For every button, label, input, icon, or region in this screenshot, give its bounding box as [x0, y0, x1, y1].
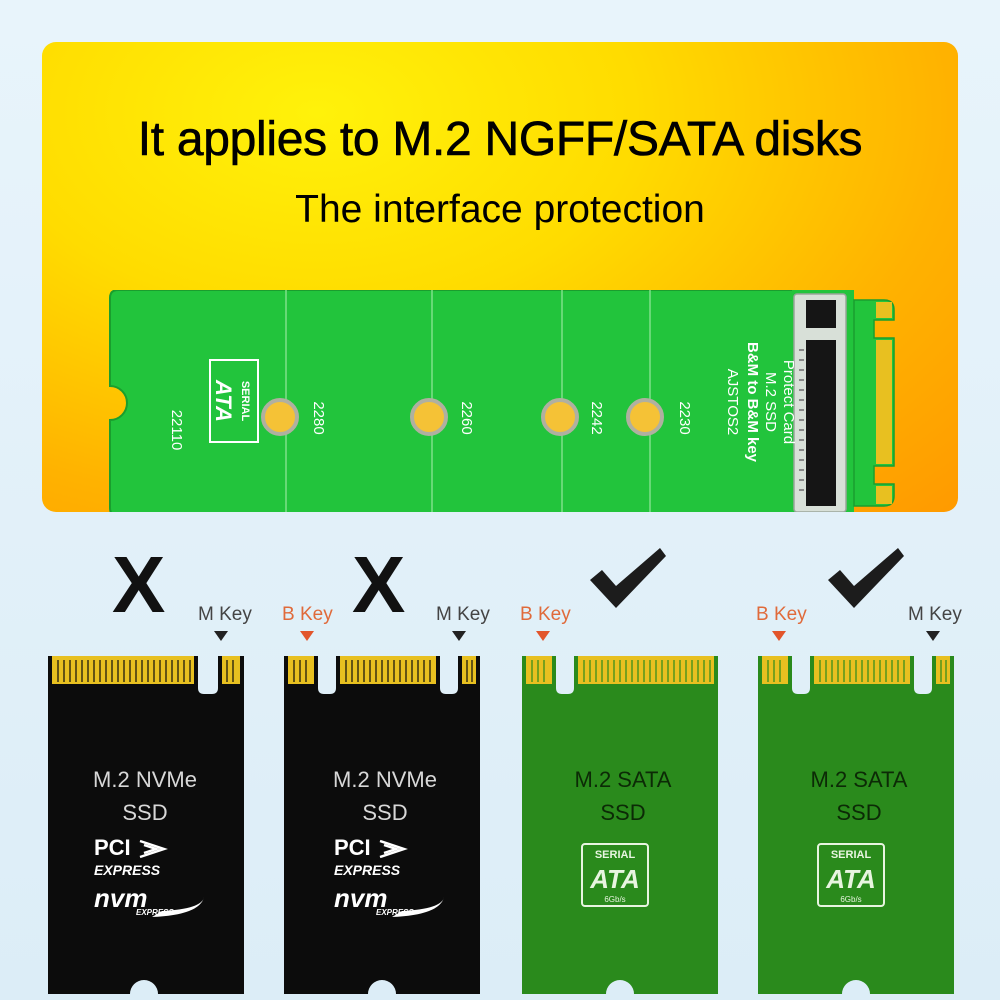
- banner-subtitle: The interface protection: [295, 188, 705, 231]
- sata-ssd-module-1: M.2 SATA SSD SERIAL ATA 6Gb/s: [518, 650, 728, 994]
- svg-text:SERIAL: SERIAL: [239, 381, 251, 422]
- module-name: M.2 SATA: [574, 767, 672, 792]
- module-type: SSD: [600, 800, 646, 825]
- module-name: M.2 NVMe: [333, 767, 437, 792]
- svg-text:ATA: ATA: [825, 864, 876, 894]
- sata-module-board: [522, 656, 718, 994]
- svg-text:6Gb/s: 6Gb/s: [840, 895, 861, 904]
- card-line1: B&M to B&M key: [744, 342, 761, 463]
- m-key-arrow-icon: [452, 631, 466, 641]
- card-model: AJSTOS2: [724, 369, 741, 435]
- serial-ata-logo: SERIAL ATA 6Gb/s: [581, 843, 649, 907]
- b-key-arrow-icon: [536, 631, 550, 641]
- check-icon: [828, 548, 904, 608]
- m-key-label-4: M Key: [908, 604, 962, 625]
- m-key-arrow-icon: [926, 631, 940, 641]
- nvme-ssd-module-2: M.2 NVMe SSD PCI EXPRESS nvm EXPRESS: [280, 650, 490, 994]
- svg-text:PCI: PCI: [94, 835, 131, 860]
- m-key-arrow-icon: [214, 631, 228, 641]
- b-key-label-2: B Key: [282, 604, 333, 625]
- pci-express-logo: PCI EXPRESS: [334, 835, 408, 878]
- svg-text:SERIAL: SERIAL: [831, 849, 872, 861]
- size-label-22110: 22110: [168, 410, 185, 451]
- size-label-2260: 2260: [458, 401, 475, 434]
- svg-text:EXPRESS: EXPRESS: [94, 862, 161, 878]
- module-type: SSD: [362, 800, 408, 825]
- b-key-arrow-icon: [772, 631, 786, 641]
- b-key-arrow-icon: [300, 631, 314, 641]
- svg-text:EXPRESS: EXPRESS: [136, 908, 174, 917]
- pci-express-logo: PCI EXPRESS: [94, 835, 168, 878]
- svg-text:6Gb/s: 6Gb/s: [604, 895, 625, 904]
- card-line3: Protect Card: [780, 360, 797, 444]
- svg-text:PCI: PCI: [334, 835, 371, 860]
- module-type: SSD: [122, 800, 168, 825]
- svg-text:nvm: nvm: [94, 885, 147, 913]
- b-key-label-3: B Key: [520, 604, 571, 625]
- m-key-label-2: M Key: [436, 604, 490, 625]
- sata-ssd-module-2: M.2 SATA SSD SERIAL ATA 6Gb/s: [754, 650, 964, 994]
- b-key-label-4: B Key: [756, 604, 807, 625]
- nvme-ssd-module-1: M.2 NVMe SSD PCI EXPRESS nvm EXPRESS: [40, 650, 250, 994]
- nvm-express-logo: nvm EXPRESS: [94, 885, 204, 917]
- serial-ata-logo: SERIAL ATA 6Gb/s: [817, 843, 885, 907]
- svg-text:nvm: nvm: [334, 885, 387, 913]
- module-name: M.2 NVMe: [93, 767, 197, 792]
- svg-text:EXPRESS: EXPRESS: [376, 908, 414, 917]
- svg-text:SERIAL: SERIAL: [595, 849, 636, 861]
- size-label-2242: 2242: [588, 401, 605, 434]
- m-key-label-1: M Key: [198, 604, 252, 625]
- top-banner: It applies to M.2 NGFF/SATA disks The in…: [42, 42, 958, 512]
- card-line2: M.2 SSD: [762, 372, 779, 432]
- size-label-2230: 2230: [676, 401, 693, 434]
- svg-text:ATA: ATA: [589, 864, 640, 894]
- serial-ata-logo: SERIAL ATA: [209, 359, 259, 443]
- svg-text:ATA: ATA: [211, 379, 236, 422]
- nvme-module-board: [48, 656, 244, 994]
- module-type: SSD: [836, 800, 882, 825]
- check-icon: [590, 548, 666, 608]
- nvm-express-logo: nvm EXPRESS: [334, 885, 444, 917]
- module-name: M.2 SATA: [810, 767, 908, 792]
- svg-text:EXPRESS: EXPRESS: [334, 862, 401, 878]
- sata-module-board: [758, 656, 954, 994]
- protect-card-image: 22110 2280 2260 2242 2230 AJSTOS2 B&M to…: [109, 290, 895, 512]
- banner-title: It applies to M.2 NGFF/SATA disks: [137, 113, 863, 167]
- not-supported-mark-2: X: [352, 540, 406, 629]
- size-label-2280: 2280: [310, 401, 327, 434]
- not-supported-mark-1: X: [112, 540, 166, 629]
